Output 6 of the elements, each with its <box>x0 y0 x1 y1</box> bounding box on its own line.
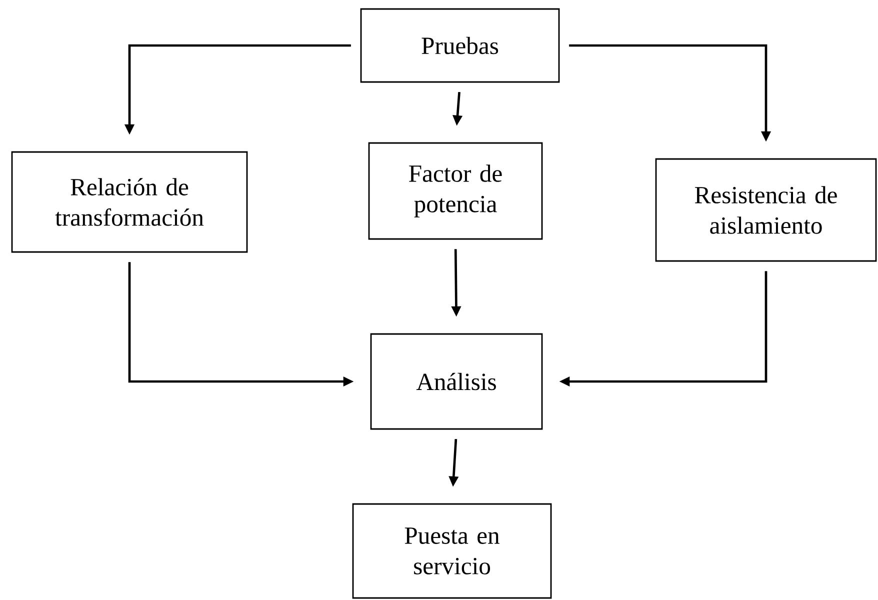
process-box: Factor de potencia <box>368 142 543 240</box>
process-box: Puesta en servicio <box>352 503 552 599</box>
process-box: Análisis <box>370 333 543 430</box>
process-box: Resistencia de aislamiento <box>655 158 877 262</box>
process-box: Pruebas <box>360 8 560 83</box>
process-box: Relación de transformación <box>11 151 248 253</box>
